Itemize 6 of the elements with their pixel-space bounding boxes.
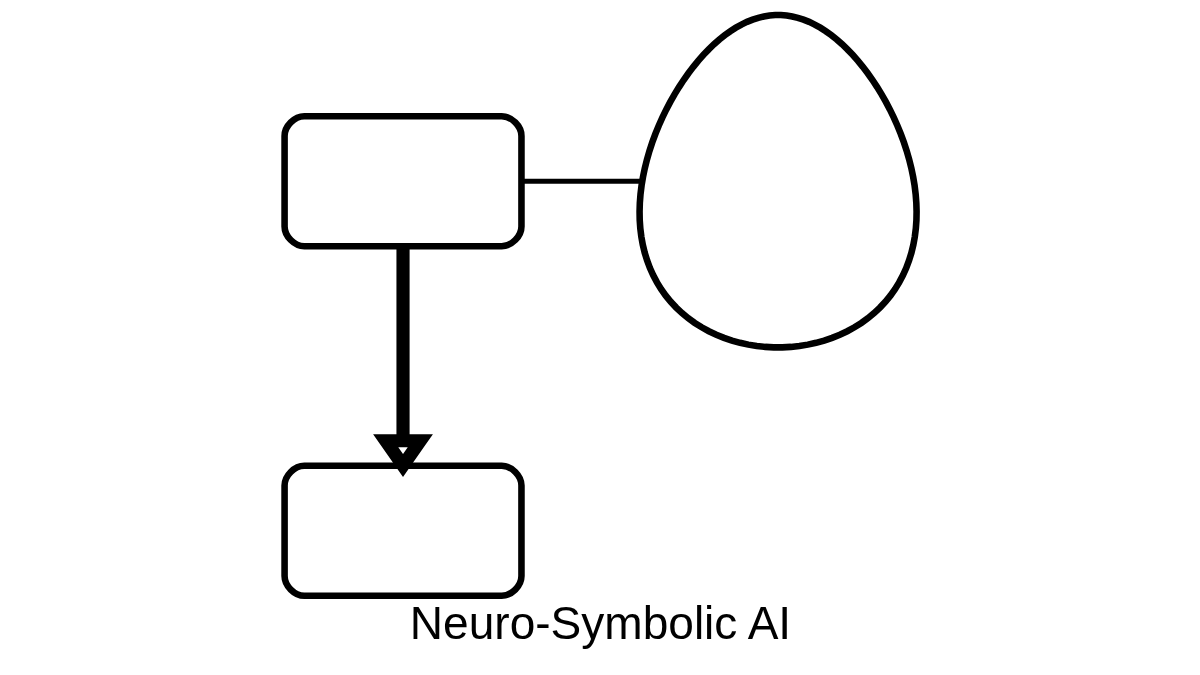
node-box [280,462,525,600]
arrow [372,246,433,477]
node-person [635,11,920,351]
node-box [280,112,525,250]
connector [521,178,642,184]
caption: Neuro-Symbolic AI [409,597,791,650]
